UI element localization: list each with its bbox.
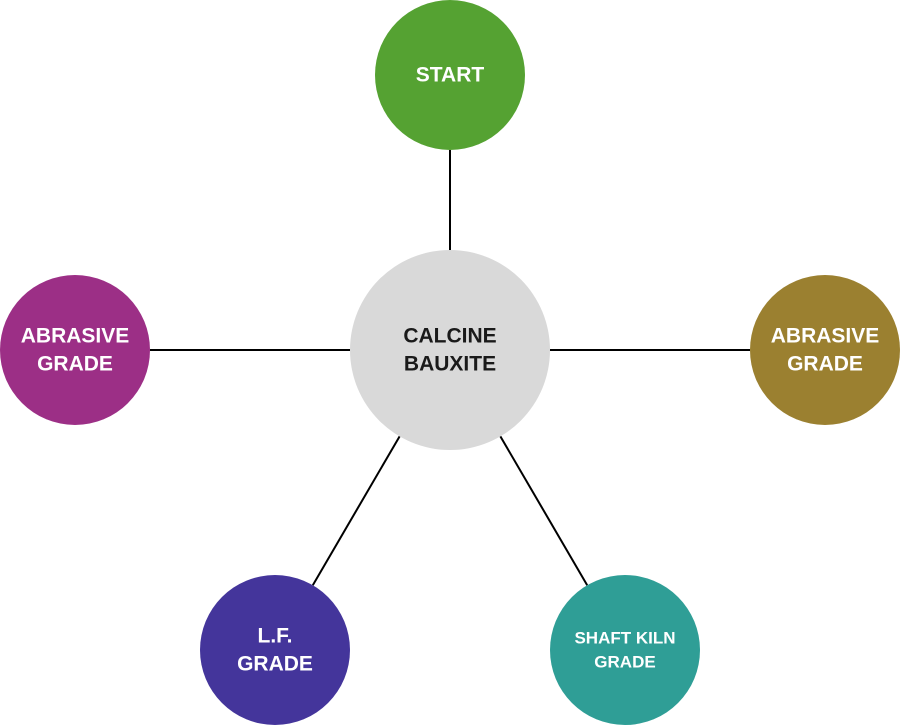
node-label: ABRASIVE [771,325,880,348]
node-circle [200,575,350,725]
node-lf-grade: L.F. GRADE [200,575,350,725]
node-start: START [375,0,525,150]
node-circle [0,275,150,425]
connector-center-shaft_kiln [499,435,589,586]
node-label: GRADE [37,353,113,376]
node-center: CALCINE BAUXITE [350,250,550,450]
node-abrasive-right: ABRASIVE GRADE [750,275,900,425]
node-label: GRADE [594,652,655,671]
node-shaft-kiln: SHAFT KILN GRADE [550,575,700,725]
node-circle [750,275,900,425]
node-label: START [416,64,485,87]
node-abrasive-left: ABRASIVE GRADE [0,275,150,425]
node-circle [550,575,700,725]
node-label: BAUXITE [404,353,496,376]
connector-lines [150,150,750,586]
node-label: SHAFT KILN [574,628,675,647]
node-label: GRADE [237,653,313,676]
node-label: L.F. [258,625,293,648]
node-label: GRADE [787,353,863,376]
node-label: CALCINE [403,325,496,348]
connector-center-lf_grade [311,435,401,586]
node-circle [375,0,525,150]
node-label: ABRASIVE [21,325,130,348]
node-circle [350,250,550,450]
